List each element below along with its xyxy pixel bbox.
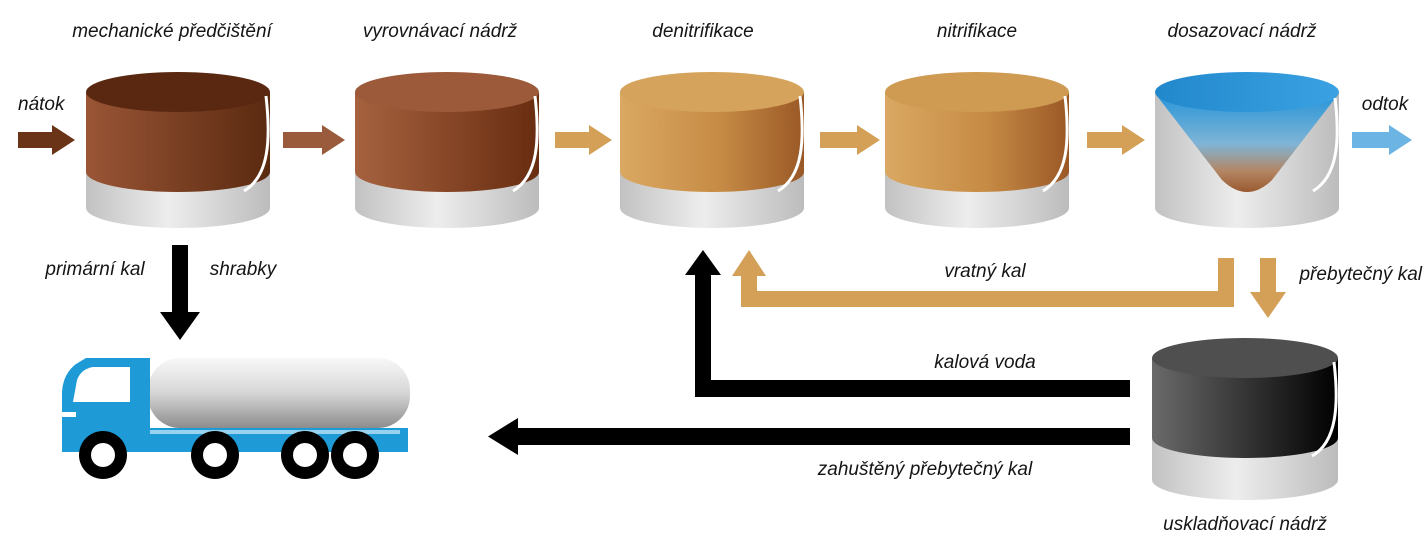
tank-top bbox=[1155, 72, 1339, 112]
stage-label-secondary-clarifier: dosazovací nádrž bbox=[1168, 21, 1317, 42]
arrow-nitrification-to-clarifier bbox=[1087, 125, 1145, 155]
outflow-arrow bbox=[1352, 125, 1412, 155]
tank-highlight bbox=[1312, 97, 1339, 193]
tank-body bbox=[355, 92, 539, 192]
stage-label-equalization-tank: vyrovnávací nádrž bbox=[363, 21, 518, 42]
inflow-label: nátok bbox=[18, 94, 66, 115]
truck-wheel bbox=[79, 431, 127, 479]
tank-cone bbox=[1157, 96, 1337, 192]
tank-sludge-storage bbox=[1152, 338, 1338, 500]
truck-window bbox=[73, 367, 130, 402]
sludge-water-arrow bbox=[685, 250, 1130, 397]
tank-highlight bbox=[243, 95, 270, 193]
tank-body bbox=[1152, 358, 1338, 458]
truck-wheel bbox=[281, 431, 329, 479]
truck-wheel bbox=[331, 431, 379, 479]
tank-top bbox=[620, 72, 804, 112]
sludge-water-label: kalová voda bbox=[934, 352, 1035, 373]
arrow-pretreatment-to-equalization bbox=[283, 125, 345, 155]
return-sludge-arrow bbox=[732, 250, 1234, 307]
stage-label-nitrification: nitrifikace bbox=[937, 21, 1017, 42]
return-sludge-label: vratný kal bbox=[944, 261, 1026, 282]
storage-tank-label: uskladňovací nádrž bbox=[1163, 514, 1327, 535]
tank-highlight bbox=[1311, 361, 1338, 458]
tank-top bbox=[1152, 338, 1338, 378]
arrow-denitrification-to-nitrification bbox=[820, 125, 880, 155]
tank-highlight bbox=[1042, 95, 1069, 193]
truck-door-handle bbox=[62, 412, 76, 417]
tank-top bbox=[355, 72, 539, 112]
excess-sludge-label: přebytečný kal bbox=[1298, 264, 1422, 285]
tank-body bbox=[620, 92, 804, 192]
arrow-pretreatment-to-truck bbox=[160, 245, 200, 340]
tank-equalization bbox=[355, 72, 539, 228]
stage-label-denitrification: denitrifikace bbox=[652, 21, 753, 42]
tank-secondary-clarifier bbox=[1155, 72, 1339, 228]
tank-top bbox=[86, 72, 270, 112]
truck-tank bbox=[148, 358, 410, 428]
tank-top bbox=[885, 72, 1069, 112]
primary-sludge-label: primární kal bbox=[44, 259, 145, 280]
thickened-sludge-arrow bbox=[488, 418, 1130, 455]
truck-wheel bbox=[191, 431, 239, 479]
tank-highlight bbox=[512, 95, 539, 193]
arrow-equalization-to-denitrification bbox=[555, 125, 612, 155]
tanker-truck-icon bbox=[62, 358, 410, 479]
excess-sludge-arrow bbox=[1250, 258, 1286, 318]
tank-body bbox=[885, 92, 1069, 192]
tank-highlight bbox=[777, 95, 804, 193]
thickened-sludge-label: zahuštěný přebytečný kal bbox=[817, 459, 1033, 480]
tank-mechanical-pretreatment bbox=[86, 72, 270, 228]
tank-nitrification bbox=[885, 72, 1069, 228]
inflow-arrow bbox=[18, 125, 75, 155]
outflow-label: odtok bbox=[1362, 94, 1410, 115]
stage-label-mechanical-pretreatment: mechanické předčištění bbox=[72, 21, 273, 42]
truck-chassis-stripe bbox=[150, 430, 400, 434]
screenings-label: shrabky bbox=[210, 259, 278, 280]
tank-body bbox=[86, 92, 270, 192]
tank-denitrification bbox=[620, 72, 804, 228]
